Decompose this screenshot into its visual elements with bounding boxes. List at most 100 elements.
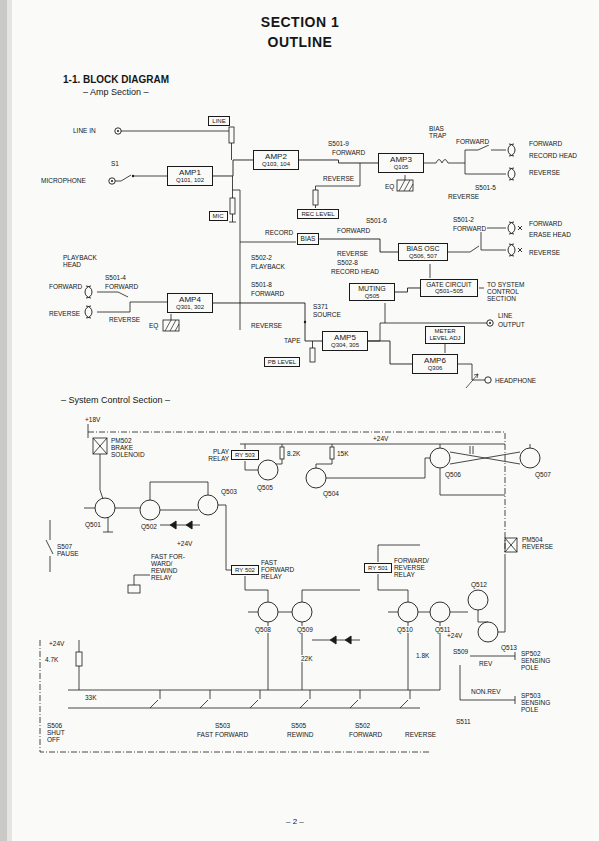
relay-box: PLAY RELAYRY 503 <box>231 450 259 461</box>
diagram-label: Q510 <box>396 626 414 633</box>
diagram-label: FORWARD <box>528 140 563 147</box>
relay-name: PLAY RELAY <box>203 448 229 462</box>
diagram-label: REVERSE <box>108 316 141 323</box>
diagram-label: FORWARD <box>455 138 490 145</box>
control-box: REC LEVEL <box>297 209 338 220</box>
box-title: AMP3 <box>382 155 420 164</box>
adjust-arrow <box>466 374 478 388</box>
box-detail: Q103, 104 <box>257 161 295 168</box>
jack <box>111 180 113 182</box>
diagram-label: PLAYBACK <box>250 263 286 270</box>
diagram-label: NON.REV <box>470 688 502 695</box>
diagram-label: REVERSE <box>48 310 81 317</box>
diagram-label: S501-4 <box>104 274 127 281</box>
diagram-label: ERASE HEAD <box>528 231 572 238</box>
diagram-label: EQ <box>384 183 395 190</box>
box-detail: Q105 <box>382 164 420 171</box>
diagram-label: S501-9 <box>327 140 350 147</box>
diagram-label: Q508 <box>254 626 272 633</box>
scan-edge <box>7 0 12 841</box>
box-detail: Q506, 507 <box>402 253 444 260</box>
box-title: AMP4 <box>171 295 209 304</box>
box-detail: Q304, 305 <box>326 342 364 349</box>
diagram-label: REVERSE <box>528 169 561 176</box>
box-detail: Q301, 302 <box>171 304 209 311</box>
diagram-label: FORWARD <box>452 225 487 232</box>
box-title: LINE <box>212 118 225 125</box>
signal-connector <box>213 160 253 176</box>
level-pot <box>313 190 318 205</box>
diagram-label: REVERSE <box>250 322 283 329</box>
solenoid-symbol <box>505 538 517 552</box>
diagram-label: 1-1. BLOCK DIAGRAM <box>62 74 170 85</box>
diagram-label: FORWARD <box>348 731 383 738</box>
box-title: AMP5 <box>326 333 364 342</box>
diagram-label: 8.2K <box>286 450 301 457</box>
diagram-label: FAST FORWARD <box>196 731 249 738</box>
box-title: AMP6 <box>416 356 454 365</box>
transistor-symbol <box>95 498 115 518</box>
box-detail: Q505 <box>353 293 391 300</box>
control-wire <box>46 424 530 708</box>
transistor-symbol <box>398 602 418 622</box>
diagram-label: FORWARD <box>104 283 139 290</box>
diagram-label: FORWARD <box>48 283 83 290</box>
diagram-label: Q513 <box>500 644 518 651</box>
box-detail: Q306 <box>416 365 454 372</box>
diagram-label: 22K <box>300 655 314 662</box>
transistor-symbol <box>292 602 312 622</box>
transistor-symbol <box>430 602 450 622</box>
resistor-symbol <box>330 447 334 459</box>
box-detail: Q501~505 <box>424 288 474 295</box>
diagram-label: Q503 <box>220 488 238 495</box>
diagram-label: S509 <box>452 648 469 655</box>
diagram-label: FORWARD <box>331 149 366 156</box>
box-title: GATE CIRCUIT <box>424 281 474 288</box>
transistor-symbol <box>198 495 218 515</box>
control-box: METER LEVEL ADJ <box>425 326 465 344</box>
oscillator-box: BIAS OSCQ506, 507 <box>398 243 448 262</box>
diagram-label: +18V <box>84 416 101 423</box>
diagram-label: S501-2 <box>452 216 475 223</box>
diagram-label: SP503 SENSING POLE <box>520 692 566 713</box>
relay-name: FORWARD/ REVERSE RELAY <box>394 557 438 578</box>
box-title: BIAS OSC <box>402 245 444 253</box>
diagram-label: REVERSE <box>447 193 480 200</box>
diagram-label: 33K <box>84 694 98 701</box>
diagram-label: PLAYBACK HEAD <box>62 254 104 268</box>
diagram-label: HEADPHONE <box>494 377 537 384</box>
diagram-label: Q512 <box>470 581 488 588</box>
jack <box>115 128 121 134</box>
diagram-label: SOURCE <box>312 311 342 318</box>
box-title: MIC <box>213 213 224 220</box>
diagram-label: BIAS TRAP <box>428 125 448 139</box>
diagram-label: S505 <box>290 722 307 729</box>
switch-contact <box>132 175 134 177</box>
diagram-label: FORWARD <box>250 290 285 297</box>
diagram-label: S501-5 <box>474 184 497 191</box>
diagram-label: – 2 – <box>285 818 305 827</box>
diagram-label: Q501 <box>84 521 102 528</box>
diagram-label: Q505 <box>256 484 274 491</box>
diagram-label: S501-8 <box>250 281 273 288</box>
diagram-label: FORWARD <box>336 227 371 234</box>
transistor-symbol <box>478 622 498 642</box>
diagram-label: S506 SHUT OFF <box>46 722 78 743</box>
diagram-label: – System Control Section – <box>60 396 171 406</box>
amp-box: AMP5Q304, 305 <box>322 331 368 351</box>
solenoid-symbol <box>93 438 517 552</box>
diagram-label: LINE <box>497 312 513 319</box>
diagram-label: +24V <box>372 435 389 442</box>
diagram-label: REVERSE <box>528 249 561 256</box>
page-title: SECTION 1 OUTLINE <box>240 12 360 52</box>
box-title: BIAS <box>301 235 316 242</box>
diagram-label: REWIND <box>286 731 314 738</box>
box-title: METER LEVEL ADJ <box>429 328 461 342</box>
relay-box: RY 501FORWARD/ REVERSE RELAY <box>364 563 392 574</box>
diagram-label: S503 <box>214 722 231 729</box>
diagram-label: Q504 <box>322 490 340 497</box>
box-detail: RY 503 <box>235 452 255 459</box>
signal-connector <box>213 303 322 341</box>
diagram-label: 1.8K <box>415 652 430 659</box>
bias-trap-coil <box>436 160 448 164</box>
